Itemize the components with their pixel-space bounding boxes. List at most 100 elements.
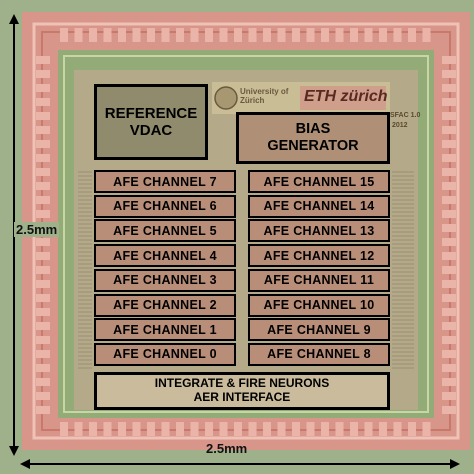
bond-pad — [442, 238, 456, 246]
bias-generator-block: BIAS GENERATOR — [236, 112, 390, 164]
width-dimension-label: 2.5mm — [206, 441, 248, 456]
bond-pad — [234, 422, 242, 436]
bond-pad — [248, 422, 257, 436]
bond-pad — [36, 308, 50, 316]
reference-label: REFERENCE — [104, 104, 198, 122]
bond-pad — [36, 406, 50, 414]
bond-pad — [36, 294, 50, 302]
bond-pad — [442, 336, 456, 344]
university-seal — [214, 86, 238, 110]
bond-pad — [442, 294, 456, 302]
bond-pad — [74, 422, 83, 436]
chip-code-2: 2012 — [392, 122, 408, 129]
bond-pad — [292, 28, 300, 42]
bond-pad — [36, 84, 50, 92]
bond-pad — [36, 154, 50, 162]
bond-pad — [36, 56, 50, 64]
bond-pad — [147, 28, 155, 42]
bond-pad — [442, 84, 456, 92]
afe-channel-block: AFE CHANNEL 14 — [248, 194, 390, 218]
routing-texture — [78, 171, 414, 369]
bond-pad — [263, 422, 271, 436]
bond-pad — [103, 422, 112, 436]
bond-pad — [36, 322, 50, 330]
bond-pad — [321, 422, 329, 436]
bond-pad — [442, 126, 456, 134]
afe-channel-block: AFE CHANNEL 11 — [248, 268, 390, 292]
bond-pad — [36, 210, 50, 218]
bond-pad — [161, 28, 170, 42]
bond-pad — [118, 422, 126, 436]
bond-pad — [442, 308, 456, 316]
bond-pad — [442, 364, 456, 372]
bond-pad — [89, 422, 97, 436]
bond-pad — [350, 28, 358, 42]
bond-pad — [442, 196, 456, 204]
bond-pad — [36, 98, 50, 106]
bond-pad — [36, 350, 50, 358]
afe-channel-block: AFE CHANNEL 15 — [248, 170, 390, 193]
afe-channel-block: AFE CHANNEL 2 — [94, 293, 236, 317]
bond-pad — [442, 56, 456, 64]
bond-pad — [74, 28, 83, 42]
bond-pad — [277, 28, 286, 42]
chip-code-1: SFAC 1.0 — [390, 112, 421, 119]
bond-pad — [103, 28, 112, 42]
bond-pad — [190, 28, 199, 42]
afe-channel-block: AFE CHANNEL 5 — [94, 219, 236, 243]
afe-channel-block: AFE CHANNEL 7 — [94, 170, 236, 193]
bond-pad — [219, 28, 228, 42]
bond-pad — [442, 70, 456, 78]
afe-channel-block: AFE CHANNEL 8 — [248, 342, 390, 366]
bond-pad — [147, 422, 155, 436]
integrate-fire-label: INTEGRATE & FIRE NEURONS — [154, 376, 330, 391]
bond-pad — [248, 28, 257, 42]
bond-pad — [161, 422, 170, 436]
bond-pad — [205, 28, 213, 42]
reference-vdac-block: REFERENCE VDAC — [94, 84, 208, 160]
bond-pad — [442, 406, 456, 414]
bond-pad — [442, 350, 456, 358]
bond-pad — [442, 252, 456, 260]
bond-pad — [234, 28, 242, 42]
bond-pad — [263, 28, 271, 42]
aer-interface-label: AER INTERFACE — [193, 390, 291, 404]
bond-pad — [205, 422, 213, 436]
bond-pad — [379, 422, 387, 436]
bond-pad — [176, 422, 184, 436]
bond-pad — [393, 422, 402, 436]
bond-pad — [379, 28, 387, 42]
bond-pad — [442, 168, 456, 176]
bond-pad — [442, 322, 456, 330]
afe-channel-block: AFE CHANNEL 4 — [94, 244, 236, 268]
bond-pad — [36, 126, 50, 134]
bond-pad — [393, 28, 402, 42]
bond-pad — [118, 28, 126, 42]
bond-pad — [36, 280, 50, 288]
bond-pad — [442, 378, 456, 386]
afe-channel-block: AFE CHANNEL 3 — [94, 268, 236, 292]
bond-pad — [442, 210, 456, 218]
bond-pad — [442, 154, 456, 162]
bond-pad — [277, 422, 286, 436]
bond-pad — [36, 336, 50, 344]
bond-pad — [306, 28, 315, 42]
width-arrow-left-head — [20, 459, 30, 469]
bond-pad — [422, 28, 431, 42]
bond-pad — [60, 28, 68, 42]
eth-logo-text: ETH zürich — [304, 88, 388, 105]
bond-pad — [442, 266, 456, 274]
bond-pad — [335, 28, 344, 42]
integrate-fire-aer-block: INTEGRATE & FIRE NEURONS AER INTERFACE — [94, 372, 390, 410]
bond-pad — [89, 28, 97, 42]
afe-channel-block: AFE CHANNEL 1 — [94, 318, 236, 342]
bond-pad — [442, 140, 456, 148]
bond-pad — [132, 422, 141, 436]
bias-label: BIAS — [295, 121, 331, 138]
height-dimension-label: 2.5mm — [14, 222, 60, 237]
bond-pad — [364, 422, 373, 436]
afe-channel-block: AFE CHANNEL 13 — [248, 219, 390, 243]
bond-pad — [442, 392, 456, 400]
bond-pad — [36, 238, 50, 246]
bond-pad — [132, 28, 141, 42]
